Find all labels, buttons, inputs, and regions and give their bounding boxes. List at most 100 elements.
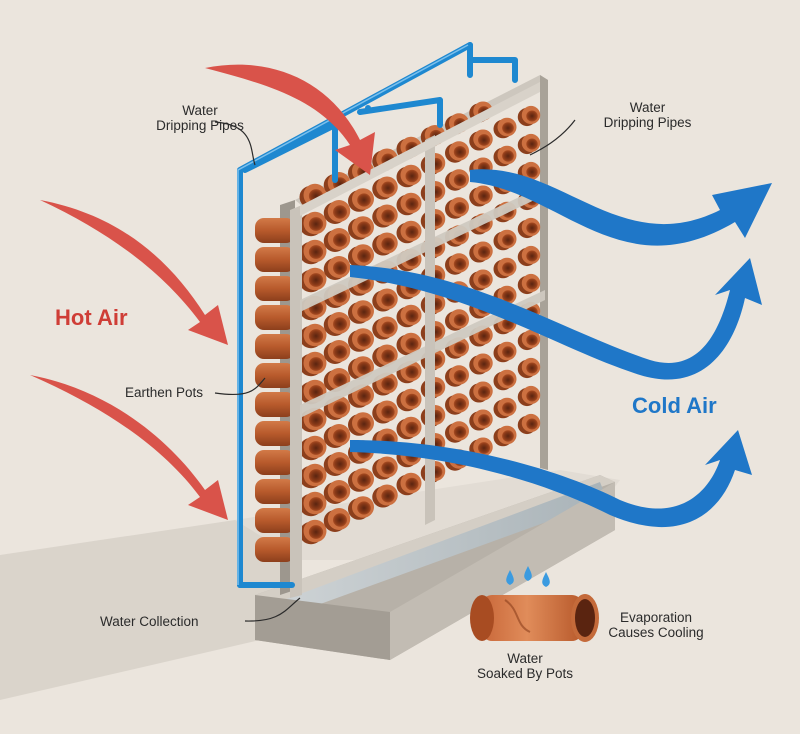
earthen-pot (517, 273, 541, 295)
earthen-pot (445, 253, 469, 275)
earthen-pot (323, 339, 351, 365)
earthen-pot (323, 451, 351, 477)
earthen-pot (493, 369, 517, 391)
earthen-pot (517, 105, 541, 127)
earthen-pot (299, 519, 327, 545)
earthen-pot (299, 491, 327, 517)
earthen-pot (372, 400, 398, 424)
pipes-label-right-line2: Dripping Pipes (603, 115, 692, 130)
soaked-pots-label-line1: Water (507, 651, 543, 666)
earthen-pot-side (255, 334, 295, 359)
earthen-pot (493, 341, 517, 363)
earthen-pot (396, 472, 422, 496)
earthen-pot (493, 425, 517, 447)
earthen-pot (372, 344, 398, 368)
earthen-pot (299, 463, 327, 489)
earthen-pot (348, 244, 374, 268)
earthen-pot (323, 199, 351, 225)
earthen-pot (348, 188, 374, 212)
earthen-pot-side (255, 479, 295, 504)
earthen-pot-side (255, 247, 295, 272)
earthen-pot (445, 309, 469, 331)
earthen-pot (299, 351, 327, 377)
water-dripping-pipes (237, 42, 518, 588)
frame-front (290, 82, 545, 598)
earthen-pot (372, 316, 398, 340)
earthen-pot (445, 197, 469, 219)
earthen-pot-side (255, 392, 295, 417)
water-drops-icon (506, 566, 550, 587)
earthen-pot (493, 397, 517, 419)
pipes-label-left: Water Dripping Pipes (135, 103, 265, 133)
earthen-pot (517, 385, 541, 407)
pipes-label-left-line1: Water (182, 103, 218, 118)
earthen-pot (445, 141, 469, 163)
earthen-pot-side (255, 305, 295, 330)
earthen-pot (517, 357, 541, 379)
earthen-pot (493, 257, 517, 279)
earthen-pot (469, 409, 493, 431)
earthen-pots-label: Earthen Pots (125, 385, 204, 400)
earthen-pot (517, 245, 541, 267)
earthen-pot (323, 311, 351, 337)
earthen-pot (348, 412, 374, 436)
pipe-highlights (237, 44, 469, 585)
earthen-pot (517, 329, 541, 351)
earthen-pot (469, 269, 493, 291)
earthen-pot (299, 183, 327, 209)
hot-air-label: Hot Air (55, 305, 128, 330)
earthen-pot (348, 356, 374, 380)
evaporation-label: Evaporation Causes Cooling (600, 610, 712, 640)
earthen-pot (396, 304, 422, 328)
earthen-pot (517, 413, 541, 435)
earthen-pot (348, 384, 374, 408)
earthen-pot (469, 353, 493, 375)
hot-air-arrows (30, 64, 375, 520)
soaked-pots-label: Water Soaked By Pots (470, 651, 580, 681)
earthen-pot (323, 227, 351, 253)
earthen-pot-side (255, 363, 295, 388)
earthen-pot (299, 211, 327, 237)
earthen-pot (372, 176, 398, 200)
earthen-pot (323, 395, 351, 421)
cold-air-arrows (350, 169, 772, 528)
label-leaders (214, 119, 576, 622)
pipes-label-right-line1: Water (629, 100, 666, 115)
earthen-pot (517, 133, 541, 155)
earthen-pot (396, 192, 422, 216)
earthen-pot-side (255, 537, 295, 562)
earthen-pot (493, 145, 517, 167)
earthen-pot (396, 416, 422, 440)
earthen-pot (323, 507, 351, 533)
earthen-pot-side (255, 218, 295, 243)
pipes-label-left-line2: Dripping Pipes (156, 118, 244, 133)
earthen-pot (299, 323, 327, 349)
earthen-pot (469, 437, 493, 459)
earthen-pot (396, 164, 422, 188)
earthen-pot (372, 204, 398, 228)
earthen-pot (469, 241, 493, 263)
earthen-pot (396, 332, 422, 356)
earthen-pot-side (255, 276, 295, 301)
earthen-pot (372, 456, 398, 480)
earthen-pot (445, 365, 469, 387)
earthen-pot (445, 393, 469, 415)
earthen-pot (445, 421, 469, 443)
evaporation-label-line1: Evaporation (619, 610, 693, 625)
earthen-pot (299, 267, 327, 293)
water-collection-label: Water Collection (100, 614, 199, 629)
earthen-pot (469, 129, 493, 151)
cold-air-label: Cold Air (632, 393, 717, 418)
earthen-pot (323, 479, 351, 505)
earthen-pot (493, 117, 517, 139)
earthen-pot (396, 388, 422, 412)
earthen-pot (372, 372, 398, 396)
earthen-pot (445, 169, 469, 191)
earthen-pot (348, 216, 374, 240)
earthen-pot (299, 435, 327, 461)
earthen-pot (372, 288, 398, 312)
earthen-pot (396, 220, 422, 244)
soaked-pots-label-line2: Soaked By Pots (476, 666, 574, 681)
